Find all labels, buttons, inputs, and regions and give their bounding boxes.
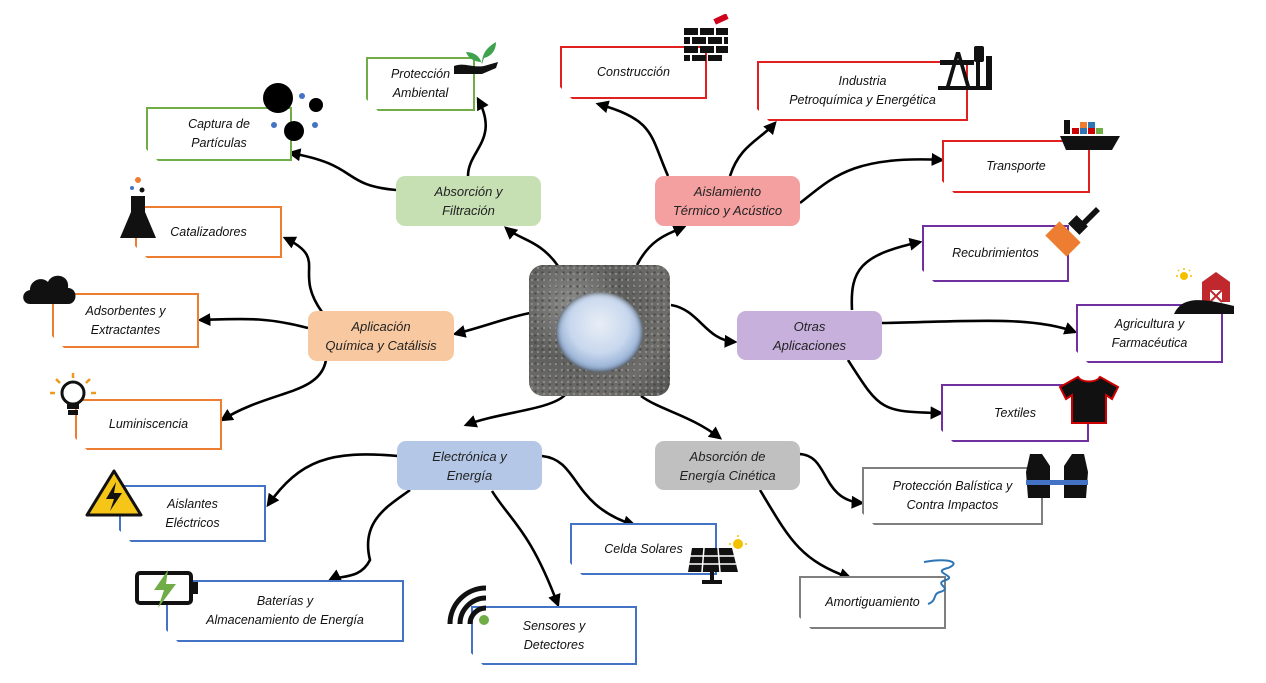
leaf-textiles-label: Textiles <box>994 405 1036 420</box>
connector-center-cinetica <box>640 394 723 440</box>
connector-center-electronica <box>463 394 566 428</box>
flask-icon <box>120 177 156 238</box>
leaf-transporte-label: Transporte <box>986 159 1046 173</box>
leaf-recubrimientos-label: Recubrimientos <box>952 246 1039 260</box>
connector-absorcion-captura <box>287 148 397 192</box>
cargo-ship-icon <box>1060 120 1120 150</box>
leaf-luminiscencia: Luminiscencia <box>75 399 222 450</box>
signal-icon <box>447 585 489 625</box>
high-voltage-icon <box>85 469 143 517</box>
connector-electronica-baterias <box>327 488 411 582</box>
leaf-sensores-label: Sensores y Detectores <box>522 618 586 652</box>
connector-center-otras <box>670 303 738 348</box>
leaf-balistica: Protección Balística y Contra Impactos <box>862 467 1043 525</box>
battery-icon <box>135 570 198 608</box>
connector-center-absorcion <box>504 226 560 267</box>
solar-panel-icon <box>688 535 747 584</box>
connector-otras-agricultura <box>881 319 1078 335</box>
plant-hand-icon <box>454 42 498 74</box>
hub-aislamiento-label: Aislamiento Térmico y Acústico <box>672 184 783 218</box>
material-sample-photo <box>529 265 670 396</box>
cloud-icon <box>23 275 76 304</box>
leaf-celda-label: Celda Solares <box>604 541 683 556</box>
hub-aislamiento: Aislamiento Térmico y Acústico <box>655 176 800 226</box>
leaf-adsorbentes-label: Adsorbentes y Extractantes <box>85 303 166 337</box>
connector-cinetica-balistica <box>798 452 865 509</box>
connector-electronica-aislantes <box>266 453 399 508</box>
connector-otras-textiles <box>846 359 944 420</box>
hub-electronica-label: Electrónica y Energía <box>432 448 507 483</box>
connector-aislamiento-transporte <box>799 152 945 205</box>
particles-icon <box>263 83 323 141</box>
connector-quimica-catalizadores <box>282 236 324 313</box>
leaf-baterias-label: Baterías y Almacenamiento de Energía <box>206 594 364 627</box>
leaf-baterias: Baterías y Almacenamiento de Energía <box>166 580 404 642</box>
connector-center-quimica <box>452 311 531 338</box>
hub-cinetica-label: Absorción de Energía Cinética <box>679 448 776 483</box>
leaf-aislantes: Aislantes Eléctricos <box>119 485 266 542</box>
hub-electronica: Electrónica y Energía <box>397 441 542 490</box>
leaf-proteccion-ambiental: Protección Ambiental <box>366 57 475 111</box>
oil-pump-icon <box>938 46 992 90</box>
leaf-proteccion-ambiental-label: Protección Ambiental <box>390 67 451 100</box>
leaf-sensores: Sensores y Detectores <box>471 606 637 665</box>
transparent-pore <box>556 292 643 372</box>
leaf-industria-label: Industria Petroquímica y Energética <box>789 74 936 107</box>
connector-aislamiento-construccion <box>595 100 670 177</box>
connector-electronica-sensores <box>490 490 561 608</box>
connector-electronica-celda <box>541 454 637 529</box>
hub-otras-label: Otras Aplicaciones <box>773 318 846 353</box>
leaf-construccion: Construcción <box>560 46 707 99</box>
hub-otras: Otras Aplicaciones <box>737 311 882 360</box>
leaf-textiles: Textiles <box>941 384 1089 442</box>
vest-icon <box>1026 454 1088 498</box>
leaf-amortiguamiento: Amortiguamiento <box>799 576 946 629</box>
connector-absorcion-proteccion <box>466 96 489 177</box>
light-bulb-icon <box>50 373 96 415</box>
leaf-balistica-label: Protección Balística y Contra Impactos <box>892 479 1013 512</box>
hub-quimica: Aplicación Química y Catálisis <box>308 311 454 361</box>
leaf-catalizadores-label: Catalizadores <box>170 224 247 239</box>
hub-absorcion-label: Absorción y Filtración <box>434 184 503 218</box>
connector-center-aislamiento <box>635 225 687 266</box>
spring-icon <box>923 559 955 605</box>
hub-cinetica: Absorción de Energía Cinética <box>655 441 800 490</box>
connector-aislamiento-industria <box>728 121 777 177</box>
brick-wall-icon <box>684 14 729 61</box>
paint-brush-icon <box>1045 207 1100 257</box>
hub-quimica-label: Aplicación Química y Catálisis <box>325 319 437 353</box>
leaf-adsorbentes: Adsorbentes y Extractantes <box>52 293 199 348</box>
leaf-catalizadores: Catalizadores <box>135 206 282 258</box>
leaf-industria: Industria Petroquímica y Energética <box>757 61 968 121</box>
leaf-construccion-label: Construcción <box>597 65 670 79</box>
t-shirt-icon <box>1058 375 1120 424</box>
leaf-aislantes-label: Aislantes Eléctricos <box>165 496 220 530</box>
connector-quimica-luminiscencia <box>219 359 328 422</box>
connector-cinetica-amortiguamiento <box>758 489 853 581</box>
leaf-recubrimientos: Recubrimientos <box>922 225 1069 282</box>
hub-absorcion: Absorción y Filtración <box>396 176 541 226</box>
leaf-captura-label: Captura de Partículas <box>188 117 250 150</box>
leaf-amortiguamiento-label: Amortiguamiento <box>825 595 920 609</box>
leaf-agricultura-label: Agricultura y Farmacéutica <box>1111 316 1188 350</box>
barn-icon <box>1174 268 1234 314</box>
leaf-captura: Captura de Partículas <box>146 107 292 161</box>
leaf-transporte: Transporte <box>942 140 1090 193</box>
leaf-luminiscencia-label: Luminiscencia <box>108 417 189 431</box>
connector-quimica-adsorbentes <box>197 313 309 330</box>
connector-otras-recubrimientos <box>850 237 923 311</box>
